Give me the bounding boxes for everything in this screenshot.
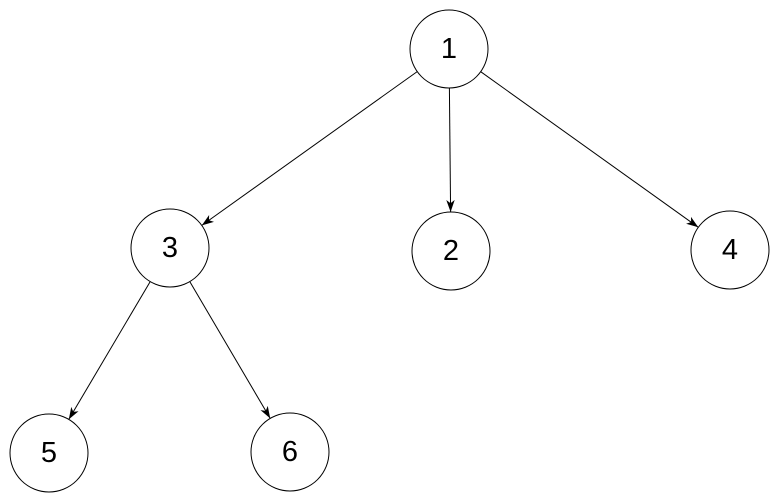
tree-node-1: 1 bbox=[409, 9, 489, 89]
tree-node-3: 3 bbox=[130, 208, 210, 288]
node-circle bbox=[250, 412, 330, 492]
node-circle bbox=[690, 210, 770, 290]
edge-1-4 bbox=[480, 71, 699, 228]
tree-node-4: 4 bbox=[690, 210, 770, 290]
node-circle bbox=[130, 208, 210, 288]
nodes-layer: 1 2 3 4 5 6 bbox=[9, 9, 770, 493]
node-label: 6 bbox=[282, 436, 298, 468]
node-circle bbox=[411, 211, 491, 291]
edge-1-2 bbox=[446, 87, 455, 213]
node-label: 5 bbox=[41, 437, 57, 469]
edges-layer bbox=[68, 71, 699, 420]
tree-node-2: 2 bbox=[411, 211, 491, 291]
tree-node-5: 5 bbox=[9, 413, 89, 493]
node-label: 4 bbox=[722, 234, 738, 266]
node-label: 2 bbox=[443, 235, 459, 267]
node-circle bbox=[9, 413, 89, 493]
tree-node-6: 6 bbox=[250, 412, 330, 492]
edge-1-3 bbox=[201, 71, 418, 226]
node-label: 3 bbox=[162, 232, 178, 264]
edge-3-5 bbox=[68, 281, 151, 420]
node-label: 1 bbox=[441, 33, 457, 65]
node-circle bbox=[409, 9, 489, 89]
edge-3-6 bbox=[189, 281, 271, 419]
